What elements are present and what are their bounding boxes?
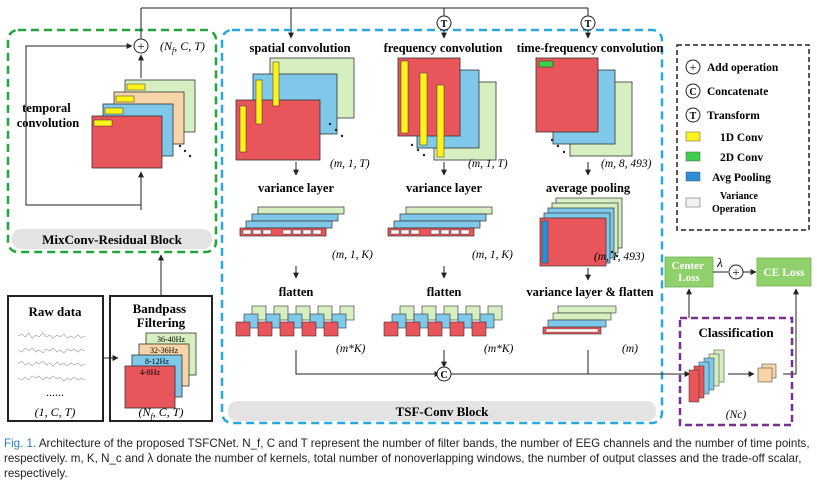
- frequency-variance-title: variance layer: [406, 181, 482, 195]
- bandpass-title-line2: Filtering: [137, 315, 186, 330]
- spatial-flatten-dims: (m*K): [336, 343, 366, 355]
- frequency-conv-dims: (m, 1, T): [468, 158, 508, 170]
- temporal-label-line1: temporal: [22, 101, 71, 115]
- mixconv-title: MixConv-Residual Block: [42, 232, 183, 247]
- legend-transform-label: Transform: [707, 110, 760, 122]
- lambda-label: λ: [716, 255, 723, 270]
- band-label-4: 4-8Hz: [140, 368, 160, 377]
- frequency-flatten-cubes: [383, 305, 503, 337]
- mixconv-dims-rest: , C, T): [174, 39, 205, 53]
- temporal-label-line2: convolution: [17, 116, 80, 130]
- legend-item-variance: Variance Operation: [685, 191, 760, 215]
- bandpass-dims-rest: , C, T): [153, 405, 184, 419]
- frequency-conv-title: frequency convolution: [384, 41, 503, 55]
- spatial-conv-maps: [235, 57, 355, 161]
- center-loss-label: Center Loss: [672, 260, 707, 284]
- classification-maps: [688, 349, 725, 403]
- eeg-signals: [17, 332, 86, 382]
- legend-1d-label: 1D Conv: [720, 132, 763, 144]
- legend-item-avg-pooling: Avg Pooling: [685, 171, 771, 184]
- spatial-conv-dims: (m, 1, T): [330, 158, 370, 170]
- classification-title: Classification: [698, 325, 774, 340]
- temporal-convolution-label: temporal convolution: [17, 101, 80, 130]
- ce-loss-label: CE Loss: [763, 267, 805, 279]
- band-maps: 36-40Hz 32-36Hz 8-12Hz 4-8Hz: [124, 332, 197, 409]
- legend-item-transform: T Transform: [685, 107, 760, 123]
- mixconv-feature-maps: [91, 79, 196, 169]
- loss-section: Center Loss λ + CE Loss: [664, 255, 812, 375]
- frequency-flatten-title: flatten: [427, 285, 462, 299]
- ce-loss-box: [756, 257, 812, 287]
- classification-block: Classification (Nc): [678, 316, 794, 427]
- legend-variance-line1: Variance: [720, 191, 759, 202]
- raw-data-dots: ......: [46, 385, 64, 399]
- raw-data-title: Raw data: [28, 304, 82, 319]
- raw-data-dims: (1, C, T): [35, 405, 76, 419]
- band-label-2: 32-36Hz: [150, 346, 178, 355]
- legend-item-2d-conv: 2D Conv: [685, 151, 763, 164]
- average-pooling-title: average pooling: [546, 181, 631, 195]
- legend: + Add operation C Concatenate T Transfor…: [676, 44, 810, 231]
- bandpass-title-line1: Bandpass: [133, 301, 186, 316]
- mixconv-residual-block: MixConv-Residual Block temporal convolut…: [6, 28, 218, 254]
- legend-variance-line2: Operation: [712, 204, 756, 215]
- tsf-conv-block: TSF-Conv Block T T spatial convolution f…: [220, 15, 664, 425]
- classification-output: [757, 363, 777, 383]
- transform-glyph-freq: T: [441, 19, 448, 30]
- caption-label: Fig. 1.: [4, 437, 37, 450]
- legend-add-label: Add operation: [707, 62, 779, 74]
- legend-concat-label: Concatenate: [707, 86, 768, 98]
- raw-data-box: Raw data ...... (1, C, T): [7, 295, 104, 422]
- band-label-3: 8-12Hz: [145, 357, 169, 366]
- legend-item-1d-conv: 1D Conv: [685, 131, 763, 144]
- architecture-diagram: MixConv-Residual Block temporal convolut…: [6, 7, 812, 427]
- add-operation-glyph: +: [137, 39, 144, 54]
- transform-glyph-tf: T: [585, 19, 592, 30]
- caption-text: Architecture of the proposed TSFCNet. N_…: [4, 437, 810, 480]
- center-loss-line2: Loss: [678, 272, 700, 284]
- variance-flatten-title: variance layer & flatten: [526, 285, 653, 299]
- spatial-conv-title: spatial convolution: [249, 41, 350, 55]
- tf-conv-maps: [535, 57, 633, 157]
- variance-flatten-bars: [542, 305, 617, 335]
- legend-variance-label: Variance Operation: [712, 191, 760, 215]
- legend-item-add: + Add operation: [685, 59, 779, 75]
- bandpass-dims-open: (N: [139, 405, 152, 419]
- average-pooling-maps: [539, 197, 623, 267]
- spatial-flatten-title: flatten: [279, 285, 314, 299]
- bandpass-dims: (Nf, C, T): [139, 405, 184, 421]
- spatial-flatten-cubes: [235, 305, 355, 337]
- frequency-flatten-dims: (m*K): [484, 343, 514, 355]
- mixconv-dims-sub: f: [172, 46, 176, 55]
- bandpass-filtering-box: Bandpass Filtering 36-40Hz 32-36Hz 8-12H…: [109, 295, 213, 422]
- legend-add-glyph: +: [690, 60, 697, 74]
- frequency-conv-maps: [397, 57, 497, 161]
- bandpass-title: Bandpass Filtering: [133, 301, 190, 330]
- frequency-variance-dims: (m, 1, K): [472, 249, 513, 261]
- variance-flatten-dims: (m): [622, 343, 638, 355]
- center-loss-line1: Center: [672, 260, 704, 272]
- tf-conv-title: time-frequency convolution: [517, 41, 664, 55]
- concatenate-glyph: C: [440, 370, 447, 381]
- tf-conv-dims: (m, 8, 493): [601, 158, 652, 170]
- legend-concat-glyph: C: [689, 87, 696, 98]
- legend-transform-glyph: T: [690, 111, 697, 122]
- spatial-variance-title: variance layer: [258, 181, 334, 195]
- band-label-1: 36-40Hz: [157, 335, 185, 344]
- classification-dims: (Nc): [726, 409, 747, 421]
- mixconv-output-dims: (Nf, C, T): [160, 39, 205, 55]
- legend-item-concatenate: C Concatenate: [685, 83, 768, 99]
- bandpass-dims-sub: f: [151, 412, 155, 421]
- figure-caption: Fig. 1. Architecture of the proposed TSF…: [4, 436, 812, 481]
- loss-add-glyph: +: [732, 265, 739, 280]
- spatial-variance-dims: (m, 1, K): [332, 249, 373, 261]
- frequency-variance-bars: [387, 206, 493, 237]
- spatial-variance-bars: [239, 206, 345, 237]
- tsf-title: TSF-Conv Block: [396, 404, 490, 419]
- legend-avgpool-label: Avg Pooling: [712, 172, 771, 184]
- mixconv-dims-open: (N: [160, 39, 173, 53]
- legend-2d-label: 2D Conv: [720, 152, 763, 164]
- average-pooling-dims: (m, 1, 493): [594, 251, 645, 263]
